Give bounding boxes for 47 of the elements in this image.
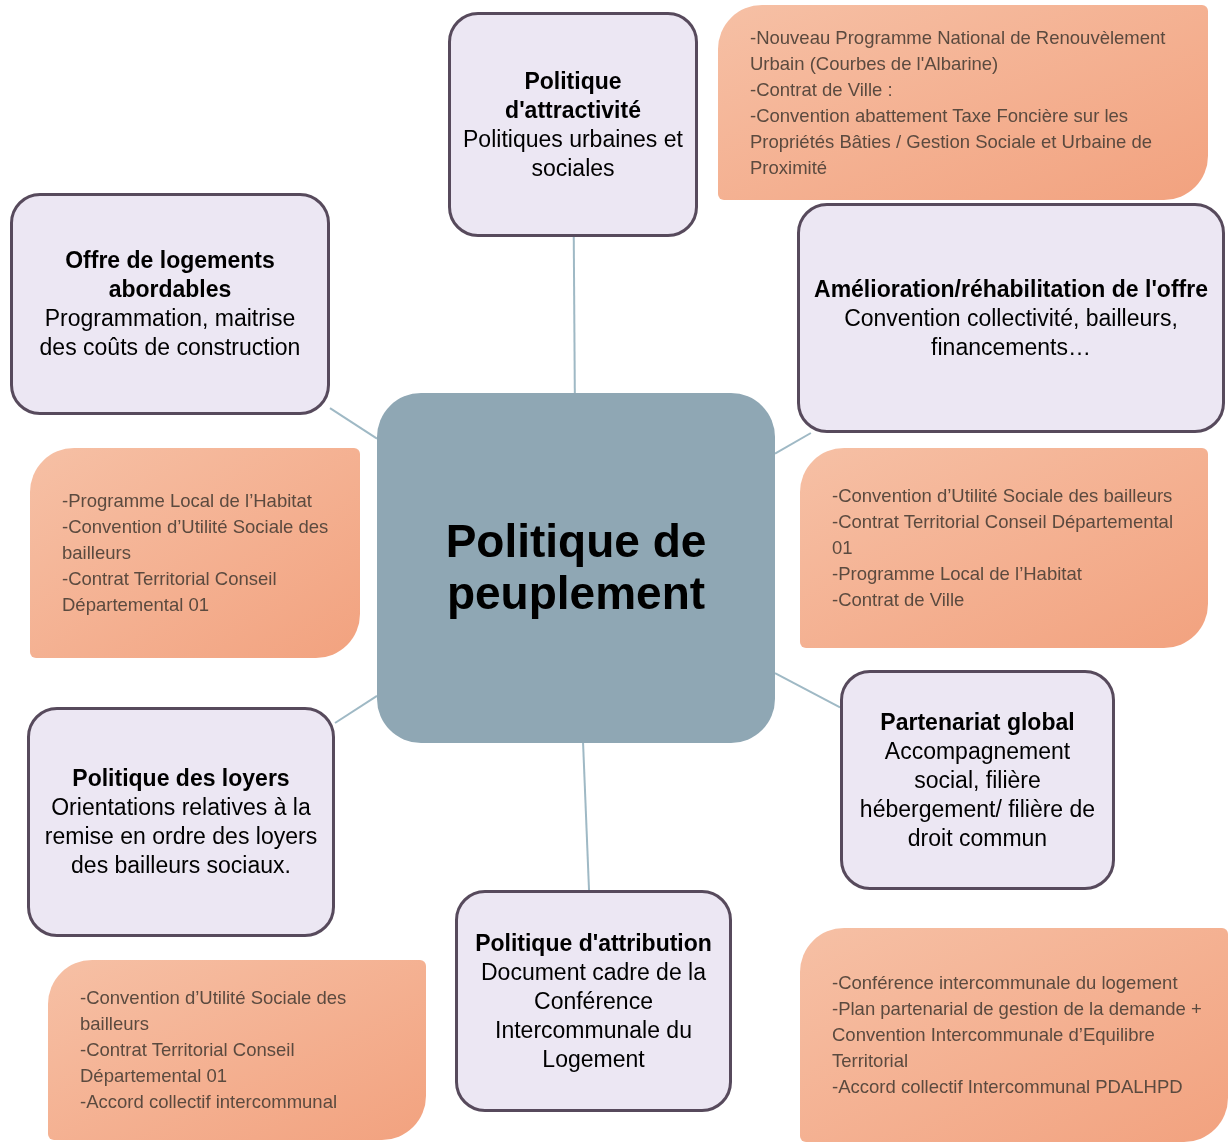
topic-heading: Amélioration/réhabilitation de l'offre bbox=[814, 274, 1208, 304]
note-item: -Contrat de Ville : bbox=[750, 77, 894, 102]
topic-description: Orientations relatives à la remise en ordre des loyers des bailleurs sociaux. bbox=[43, 793, 319, 880]
connector-line bbox=[774, 432, 812, 455]
note-item: -Accord collectif Intercommunal PDALHPD bbox=[832, 1075, 1184, 1099]
note-item: -Contrat Territorial Conseil Départemental 01 bbox=[80, 1038, 296, 1088]
note-item: -Contrat Territorial Conseil Départemental 01 bbox=[62, 567, 278, 617]
topic-heading: Politique d'attractivité bbox=[504, 66, 642, 125]
note-item: -Convention d’Utilité Sociale des bailleurs bbox=[832, 484, 1174, 508]
note-card bbox=[800, 928, 1228, 1142]
note-card bbox=[30, 448, 360, 658]
connector-line bbox=[774, 672, 841, 709]
topic-box bbox=[840, 670, 1115, 890]
topic-heading: Partenariat global bbox=[880, 707, 1075, 737]
note-item: -Plan partenarial de gestion de la demande + Convention Intercommunale d’Equilibre Territorial bbox=[832, 997, 1203, 1073]
topic-description: Document cadre de la Conférence Intercommunale du Logement bbox=[480, 957, 707, 1074]
topic-box bbox=[797, 203, 1225, 433]
note-item: -Contrat Territorial Conseil Départemental 01 bbox=[832, 510, 1175, 560]
connector-line bbox=[572, 236, 576, 394]
note-item: -Convention abattement Taxe Foncière sur les Propriétés Bâties / Gestion Sociale et Urbaine de Proximité bbox=[750, 103, 1154, 180]
topic-description: Programmation, maitrise des coûts de construction bbox=[38, 304, 302, 362]
note-item: -Programme Local de l’Habitat bbox=[832, 562, 1083, 586]
topic-description: Accompagnement social, filière hébergement/ filière de droit commun bbox=[858, 736, 1097, 853]
topic-description: Convention collectivité, bailleurs, financements… bbox=[843, 303, 1179, 362]
note-card bbox=[718, 5, 1208, 200]
center-title: Politique de peuplement bbox=[444, 516, 708, 620]
note-item: -Contrat de Ville bbox=[832, 588, 966, 612]
connector-line bbox=[329, 407, 378, 440]
note-item: -Convention d’Utilité Sociale des bailleurs bbox=[80, 986, 348, 1036]
note-card bbox=[48, 960, 426, 1140]
topic-box bbox=[448, 12, 698, 237]
note-item: -Conférence intercommunale du logement bbox=[832, 971, 1179, 995]
note-item: -Programme Local de l’Habitat bbox=[62, 489, 313, 513]
note-item: -Nouveau Programme National de Renouvèlement Urbain (Courbes de l'Albarine) bbox=[750, 25, 1167, 76]
topic-heading: Offre de logements abordables bbox=[64, 246, 276, 304]
note-card bbox=[800, 448, 1208, 648]
note-item: -Accord collectif intercommunal bbox=[80, 1090, 339, 1114]
topic-heading: Politique d'attribution bbox=[475, 928, 712, 958]
note-item: -Convention d’Utilité Sociale des bailleurs bbox=[62, 515, 330, 565]
connector-line bbox=[582, 742, 590, 891]
topic-description: Politiques urbaines et sociales bbox=[463, 124, 683, 183]
topic-box bbox=[10, 193, 330, 415]
center-box bbox=[377, 393, 775, 743]
connector-line bbox=[334, 694, 378, 724]
topic-box bbox=[455, 890, 732, 1112]
topic-heading: Politique des loyers bbox=[72, 764, 290, 793]
topic-box bbox=[27, 707, 335, 937]
